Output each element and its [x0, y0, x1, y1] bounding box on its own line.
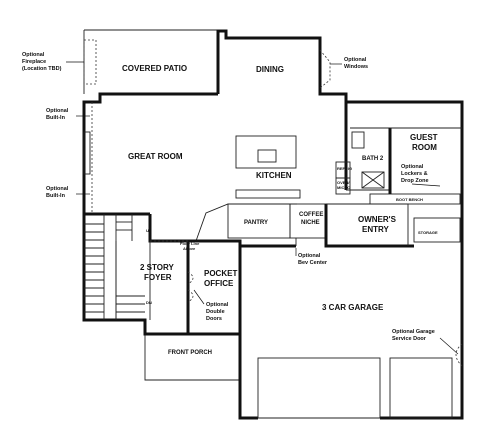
floor-line-note-1: Floor Line: [180, 241, 200, 246]
stair-dn-label: DN: [146, 300, 152, 305]
stair-up-label: UP: [146, 228, 152, 233]
bath-2-label: BATH 2: [362, 156, 384, 162]
kitchen-label: KITCHEN: [256, 171, 292, 180]
owners-entry-label-1: OWNER'S: [358, 215, 397, 224]
builtin-bottom-note-1: Optional: [46, 186, 69, 192]
interior-walls: [83, 49, 463, 367]
pocket-office-label-2: OFFICE: [204, 279, 234, 288]
exterior-walls: [82, 29, 464, 420]
lockers-note-1: Optional: [401, 164, 424, 170]
guest-room-label-1: GUEST: [410, 133, 438, 142]
lockers-note-2: Lockers &: [401, 171, 428, 177]
garage-door-note-1: Optional Garage: [392, 329, 435, 335]
pantry-label: PANTRY: [244, 220, 268, 226]
great-room-label: GREAT ROOM: [128, 152, 183, 161]
builtin-top-note-1: Optional: [46, 108, 69, 114]
floor-line-note-2: Above: [183, 246, 196, 251]
windows-note-1: Optional: [344, 57, 367, 63]
coffee-niche-label-1: COFFEE: [299, 212, 323, 218]
builtin-bottom-note-2: Built-In: [46, 193, 66, 199]
foyer-label-2: FOYER: [144, 273, 172, 282]
refrigerator-label: REFRIG: [337, 166, 352, 171]
double-doors-note-3: Doors: [206, 316, 222, 322]
boot-bench-label: BOOT BENCH: [396, 197, 423, 202]
garage-door-note-2: Service Door: [392, 336, 427, 342]
annotation-leaders: [66, 61, 459, 355]
lockers-note-3: Drop Zone: [401, 178, 429, 184]
coffee-niche-label-2: NICHE: [301, 220, 320, 226]
bev-center-note-1: Optional: [298, 253, 321, 259]
bev-center-note-2: Bev Center: [298, 260, 328, 266]
fireplace-note-3: (Location TBD): [22, 66, 62, 72]
double-doors-note-1: Optional: [206, 302, 229, 308]
pocket-office-label-1: POCKET: [204, 269, 237, 278]
covered-patio-label: COVERED PATIO: [122, 64, 187, 73]
storage-label: STORAGE: [418, 230, 438, 235]
foyer-label-1: 2 STORY: [140, 263, 174, 272]
builtin-top-note-2: Built-In: [46, 115, 66, 121]
fireplace-note-1: Optional: [22, 52, 45, 58]
front-porch-label: FRONT PORCH: [168, 350, 212, 356]
stairs: [84, 214, 145, 320]
oven-micro-label-1: OVEN/: [337, 180, 350, 185]
garage-label: 3 CAR GARAGE: [322, 303, 384, 312]
double-doors-note-2: Double: [206, 309, 225, 315]
oven-micro-label-2: MICRO: [337, 185, 350, 190]
owners-entry-label-2: ENTRY: [362, 225, 389, 234]
dining-label: DINING: [256, 65, 284, 74]
windows-note-2: Windows: [344, 64, 368, 70]
guest-room-label-2: ROOM: [412, 143, 437, 152]
fireplace-note-2: Fireplace: [22, 59, 46, 65]
